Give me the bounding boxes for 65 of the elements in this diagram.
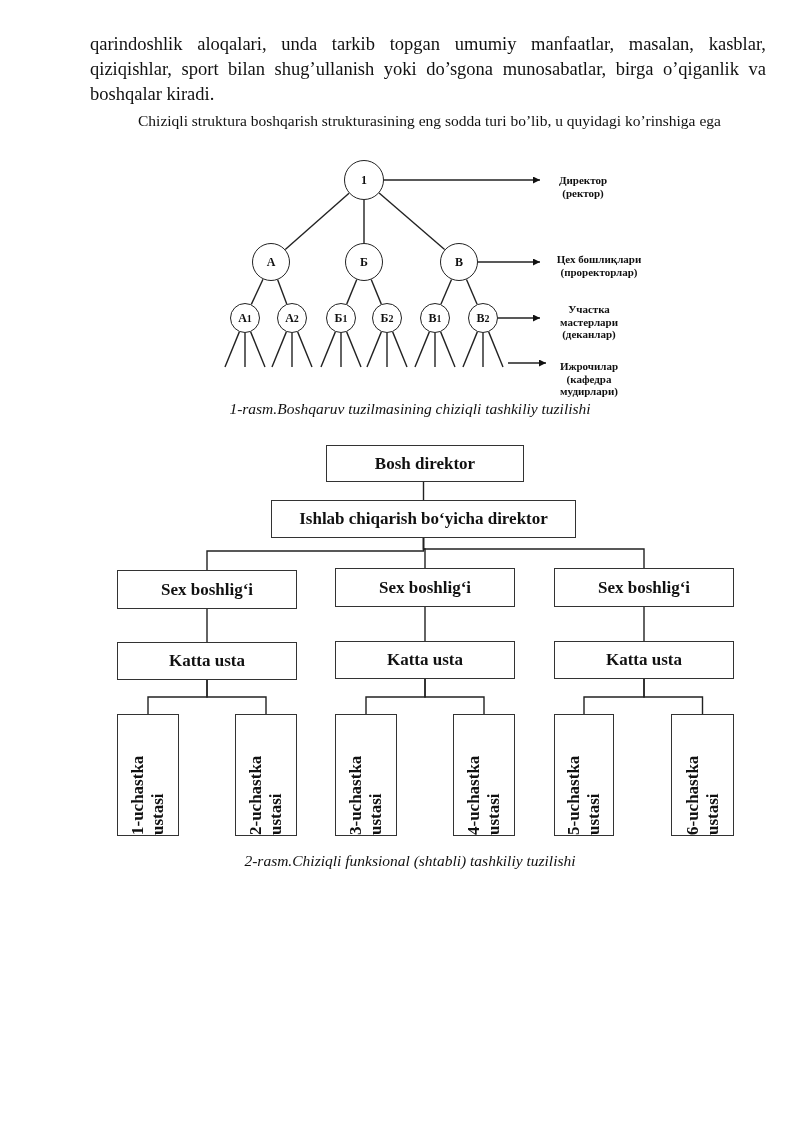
connector-line <box>414 331 431 368</box>
connector-line <box>284 192 350 251</box>
connector-line <box>320 331 337 368</box>
paragraph: qarindoshlik aloqalari, unda tarkib topgan umumiy manfaatlar, masalan, kasblar, qiziqishlar, sport bilan shug’ullanish yoki do’sgona munosabatlar, birga o’qiganlik va boshqalar kiradi. <box>90 33 766 106</box>
arrow <box>497 314 541 322</box>
connector-line <box>276 279 288 305</box>
connector-line <box>424 606 426 642</box>
position-box: Sex boshlig‘i <box>117 570 297 609</box>
position-box: 3-uchastka ustasi <box>335 714 397 836</box>
connector-line <box>271 331 288 368</box>
position-box: Sex boshlig‘i <box>335 568 515 607</box>
connector-line <box>244 332 246 368</box>
position-box: Ishlab chiqarish bo‘yicha direktor <box>271 500 576 538</box>
connector-line <box>346 278 358 305</box>
connector-line <box>206 679 267 715</box>
position-box: Katta usta <box>335 641 515 679</box>
position-box: 1-uchastka ustasi <box>117 714 179 836</box>
connector-line <box>224 331 241 368</box>
figure-caption: 2-rasm.Chiziqli funksional (shtabli) tashkiliy tuzilishi <box>243 852 577 870</box>
connector-line <box>422 480 426 501</box>
connector-line <box>378 192 446 251</box>
connector-line <box>487 331 504 368</box>
position-circle: Б <box>345 243 383 281</box>
connector-line <box>363 199 365 244</box>
connector-line <box>462 331 479 368</box>
figure-caption: 1-rasm.Boshqaruv tuzilmasining chiziqli tashkiliy tuzilishi <box>228 400 592 418</box>
connector-line <box>206 608 208 643</box>
position-box: Katta usta <box>554 641 734 679</box>
connector-line <box>643 678 704 715</box>
connector-line <box>465 278 478 305</box>
connector-line <box>422 537 645 569</box>
position-box: 6-uchastka ustasi <box>671 714 734 836</box>
position-box: 2-uchastka ustasi <box>235 714 297 836</box>
connector-line <box>439 331 456 368</box>
level-label: Директор (ректор) <box>546 170 620 204</box>
level-label: Ижрочилар (кафедра мудирлари) <box>546 356 632 402</box>
arrow <box>507 359 547 367</box>
level-label: Цех бошлиқлари (проректорлар) <box>546 250 652 282</box>
connector-line <box>345 331 362 368</box>
connector-line <box>340 332 342 368</box>
position-circle: В <box>440 243 478 281</box>
connector-line <box>643 606 645 642</box>
position-circle: А <box>252 243 290 281</box>
connector-line <box>291 332 293 368</box>
position-box: Katta usta <box>117 642 297 680</box>
arrow <box>383 176 541 184</box>
connector-line <box>482 332 484 368</box>
connector-line <box>424 678 485 715</box>
connector-line <box>249 331 266 368</box>
connector-line <box>250 278 264 306</box>
position-box: Bosh direktor <box>326 445 524 482</box>
connector-line <box>440 278 453 305</box>
position-circle: 1 <box>344 160 384 200</box>
connector-line <box>434 332 436 368</box>
position-box: 4-uchastka ustasi <box>453 714 515 836</box>
level-label: Участка мастерлари (деканлар) <box>546 298 632 346</box>
position-box: Sex boshlig‘i <box>554 568 734 607</box>
connector-line <box>370 278 382 305</box>
connector-line <box>391 331 408 368</box>
connector-line <box>366 331 383 368</box>
position-box: 5-uchastka ustasi <box>554 714 614 836</box>
arrow <box>477 258 541 266</box>
connector-line <box>386 332 388 368</box>
paragraph: Chiziqli struktura boshqarish strukturasining eng sodda turi bo’lib, u quyidagi ko’rinshiga ega <box>137 111 722 131</box>
connector-line <box>296 331 313 368</box>
